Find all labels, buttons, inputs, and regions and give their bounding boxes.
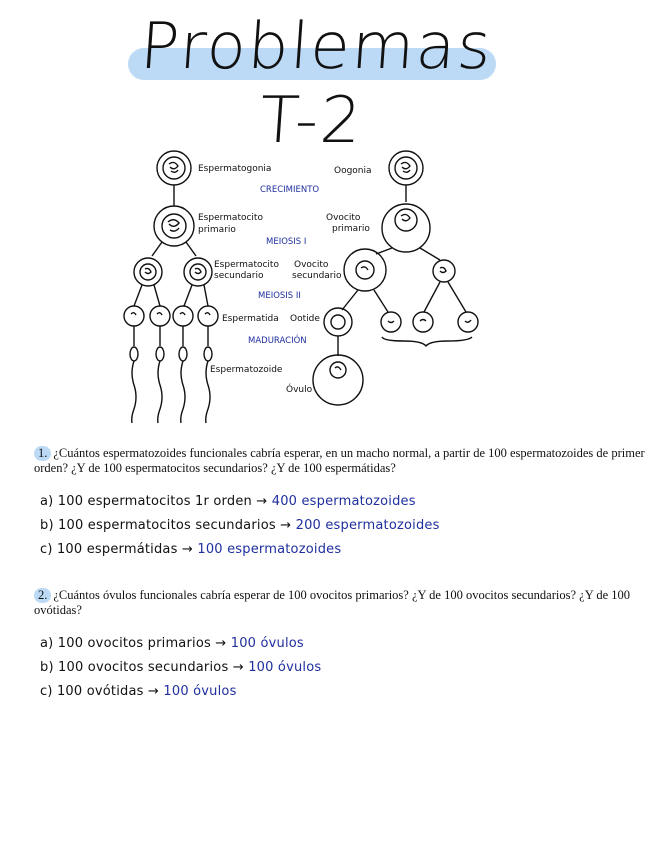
answer-prefix: a) 100 espermatocitos 1r orden →	[40, 494, 268, 509]
label-espermatozoide: Espermatozoide	[210, 365, 283, 375]
answer-1a: a) 100 espermatocitos 1r orden → 400 esp…	[40, 494, 416, 509]
stage-meiosis2: MEIOSIS II	[258, 291, 301, 301]
ovogonia-cell	[388, 150, 424, 186]
label-espermatocito-primario-2: primario	[198, 225, 236, 235]
ootide-cell	[323, 307, 353, 337]
answer-result: 100 óvulos	[248, 660, 322, 675]
label-espermatocito-sec-2: secundario	[214, 271, 264, 281]
label-espermatocito-primario-1: Espermatocito	[198, 213, 263, 223]
stage-maduracion: MADURACIÓN	[248, 334, 307, 346]
question-number: 2.	[34, 588, 52, 603]
label-ovocito-sec-2: secundario	[292, 271, 342, 281]
label-espermatogonia: Espermatogonia	[198, 164, 271, 174]
answer-2c: c) 100 ovótidas → 100 óvulos	[40, 684, 237, 699]
question-text: ¿Cuántos espermatozoides funcionales cab…	[34, 446, 645, 475]
label-ovocito-primario-1: Ovocito	[326, 213, 361, 223]
espermatocito-primario-cell	[153, 205, 195, 247]
label-ovocito-sec-1: Ovocito	[294, 260, 329, 270]
answer-result: 100 óvulos	[230, 636, 304, 651]
polar-bodies-brace	[381, 336, 473, 348]
label-ovogonia: Oogonia	[334, 166, 372, 176]
answer-2a: a) 100 ovocitos primarios → 100 óvulos	[40, 636, 304, 651]
answer-2b: b) 100 ovocitos secundarios → 100 óvulos	[40, 660, 321, 675]
corpusculo-polar-1	[432, 259, 456, 283]
answer-result: 200 espermatozoides	[295, 518, 440, 533]
question-number: 1.	[34, 446, 52, 461]
espermatida-cells	[123, 305, 219, 327]
ovocito-secundario-cell	[343, 248, 387, 292]
answer-1b: b) 100 espermatocitos secundarios → 200 …	[40, 518, 440, 533]
answer-prefix: b) 100 espermatocitos secundarios →	[40, 518, 292, 533]
answer-1c: c) 100 espermátidas → 100 espermatozoide…	[40, 542, 341, 557]
corpusculos-polares-2	[380, 311, 479, 333]
espermatocito-secundario-cells	[133, 257, 213, 287]
label-espermatocito-sec-1: Espermatocito	[214, 260, 279, 270]
answer-result: 100 espermatozoides	[197, 542, 342, 557]
espermatogonia-cell	[156, 150, 192, 186]
answer-result: 400 espermatozoides	[271, 494, 416, 509]
answer-prefix: c) 100 ovótidas →	[40, 684, 160, 699]
answer-prefix: c) 100 espermátidas →	[40, 542, 193, 557]
label-ootide: Ootide	[290, 314, 320, 324]
answer-prefix: b) 100 ovocitos secundarios →	[40, 660, 244, 675]
label-ovulo: Óvulo	[286, 383, 313, 395]
ovulo-cell	[312, 354, 364, 406]
espermatozoide-cells	[129, 346, 213, 424]
question-1: 1.¿Cuántos espermatozoides funcionales c…	[34, 446, 646, 476]
answer-result: 100 óvulos	[163, 684, 237, 699]
title-highlight	[128, 48, 496, 80]
stage-meiosis1: MEIOSIS I	[266, 237, 306, 247]
gametogenesis-diagram: Espermatogonia Oogonia CRECIMIENTO Esper…	[123, 150, 479, 424]
label-ovocito-primario-2: primario	[332, 224, 370, 234]
question-text: ¿Cuántos óvulos funcionales cabría esper…	[34, 588, 631, 617]
stage-crecimiento: CRECIMIENTO	[260, 185, 319, 195]
page-title: Problemas T-2	[128, 8, 500, 158]
answer-prefix: a) 100 ovocitos primarios →	[40, 636, 227, 651]
question-2: 2.¿Cuántos óvulos funcionales cabría esp…	[34, 588, 646, 618]
label-espermatida: Espermatida	[222, 314, 279, 324]
page-title-text: Problemas T-2	[137, 10, 496, 158]
ovocito-primario-cell	[381, 203, 431, 253]
